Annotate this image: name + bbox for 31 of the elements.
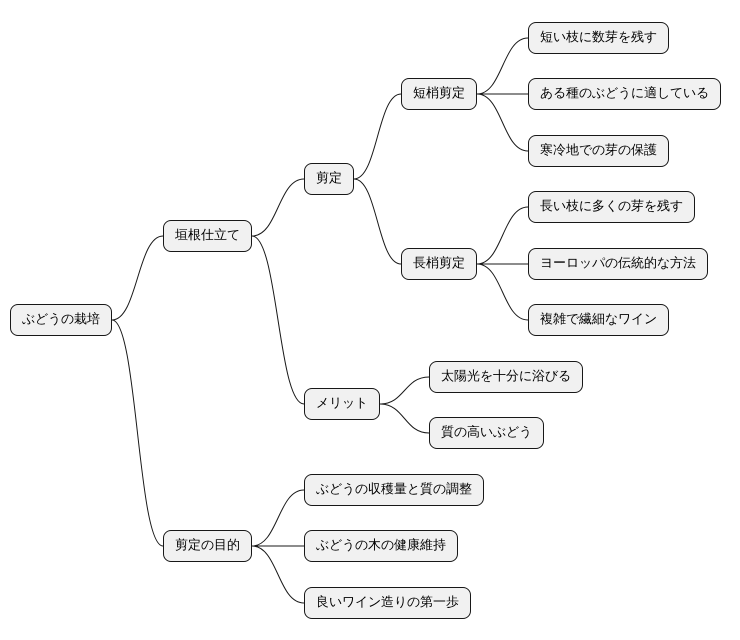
- topic-box: 太陽光を十分に浴びる: [429, 361, 583, 393]
- topic-box: ぶどうの栽培: [10, 304, 112, 336]
- connector: [354, 94, 402, 180]
- topic-box: 剪定の目的: [163, 530, 252, 562]
- topic-box: 垣根仕立て: [163, 220, 252, 252]
- connector: [252, 490, 304, 546]
- connector: [476, 94, 528, 152]
- connector: [476, 264, 528, 320]
- connector: [252, 178, 304, 236]
- topic-box: ぶどうの収穫量と質の調整: [304, 474, 484, 506]
- connector: [112, 236, 164, 320]
- connector: [252, 546, 304, 604]
- topic-box: 複雑で繊細なワイン: [528, 304, 669, 336]
- topic-box: 良いワイン造りの第一歩: [304, 587, 471, 619]
- topic-box: ある種のぶどうに適している: [528, 78, 721, 110]
- topic-box: ぶどうの木の健康維持: [304, 530, 458, 562]
- topic-box: 短い枝に数芽を残す: [528, 22, 669, 54]
- topic-box: 剪定: [304, 163, 354, 195]
- connector: [476, 38, 528, 94]
- topic-box: 長梢剪定: [401, 248, 477, 280]
- connector: [476, 206, 528, 264]
- topic-box: ヨーロッパの伝統的な方法: [528, 248, 708, 280]
- topic-box: 質の高いぶどう: [429, 417, 544, 449]
- connector: [252, 236, 304, 404]
- connector: [354, 178, 402, 264]
- topic-box: メリット: [304, 388, 380, 420]
- topic-box: 短梢剪定: [401, 78, 477, 110]
- topic-box: 長い枝に多くの芽を残す: [528, 191, 695, 223]
- connector: [112, 320, 164, 546]
- connector: [380, 404, 430, 434]
- topic-box: 寒冷地での芽の保護: [528, 135, 669, 167]
